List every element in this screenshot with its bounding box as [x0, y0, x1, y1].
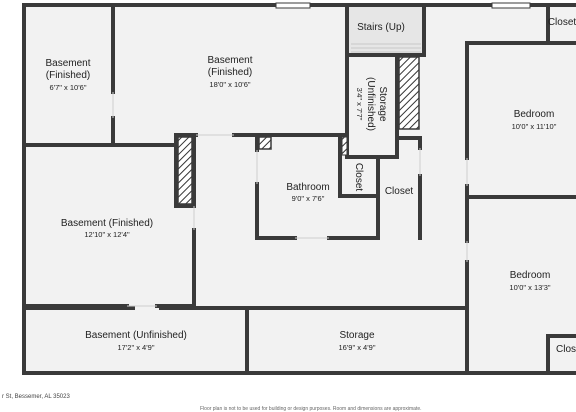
- window-mark: [491, 2, 531, 9]
- room-label: Bedroom: [514, 109, 555, 120]
- room-label: Basement(Finished): [207, 55, 252, 78]
- room-dimension: 17'2" x 4'9": [118, 343, 155, 352]
- room-label: Closet: [353, 163, 364, 192]
- stair-treads: [351, 43, 421, 53]
- room-name-line: Basement: [207, 55, 252, 66]
- room-name-line: Basement: [45, 58, 90, 69]
- hatched-column: [398, 56, 420, 130]
- stairs-area: [347, 5, 424, 55]
- disclaimer-text: Floor plan is not to be used for buildin…: [200, 406, 422, 412]
- hatched-column: [177, 136, 193, 205]
- room-dimension: 6'7" x 10'6": [50, 83, 87, 92]
- window-mark: [275, 2, 311, 9]
- room-name-line: (Unfinished): [365, 77, 376, 131]
- room-label: Basement(Finished): [45, 58, 90, 81]
- room-dimension: 9'0" x 7'6": [292, 194, 325, 203]
- hatched-column: [258, 136, 272, 150]
- room-label: Bathroom: [286, 182, 329, 193]
- room-dimension: 12'10" x 12'4": [84, 230, 130, 239]
- room-label: Clos: [556, 344, 576, 355]
- room-dimension: 10'0" x 11'10": [512, 122, 557, 131]
- room-label: Basement (Finished): [61, 218, 153, 229]
- room-name-line: (Finished): [46, 70, 90, 81]
- room-name-line: (Finished): [208, 67, 252, 78]
- room-dimension: 3'4" x 7'7": [355, 88, 364, 121]
- storage-vertical-label: Storage (Unfinished) 3'4" x 7'7": [355, 77, 388, 131]
- walls: [22, 3, 576, 375]
- room-label: Bedroom: [510, 270, 551, 281]
- room-dimension: 16'9" x 4'9": [339, 343, 376, 352]
- room-label: Storage: [339, 330, 374, 341]
- hatched-column: [341, 136, 348, 156]
- room-label: Stairs (Up): [357, 22, 405, 33]
- room-dimension: 18'0" x 10'6": [209, 80, 250, 89]
- room-label: Closet: [385, 186, 414, 197]
- room-dimension: 10'0" x 13'3": [509, 283, 550, 292]
- room-name-line: Storage: [377, 86, 388, 121]
- room-label: Basement (Unfinished): [85, 330, 187, 341]
- address-text: r St, Bessemer, AL 35023: [2, 394, 70, 400]
- floor-area: [24, 5, 576, 373]
- room-label: Closet: [548, 17, 576, 28]
